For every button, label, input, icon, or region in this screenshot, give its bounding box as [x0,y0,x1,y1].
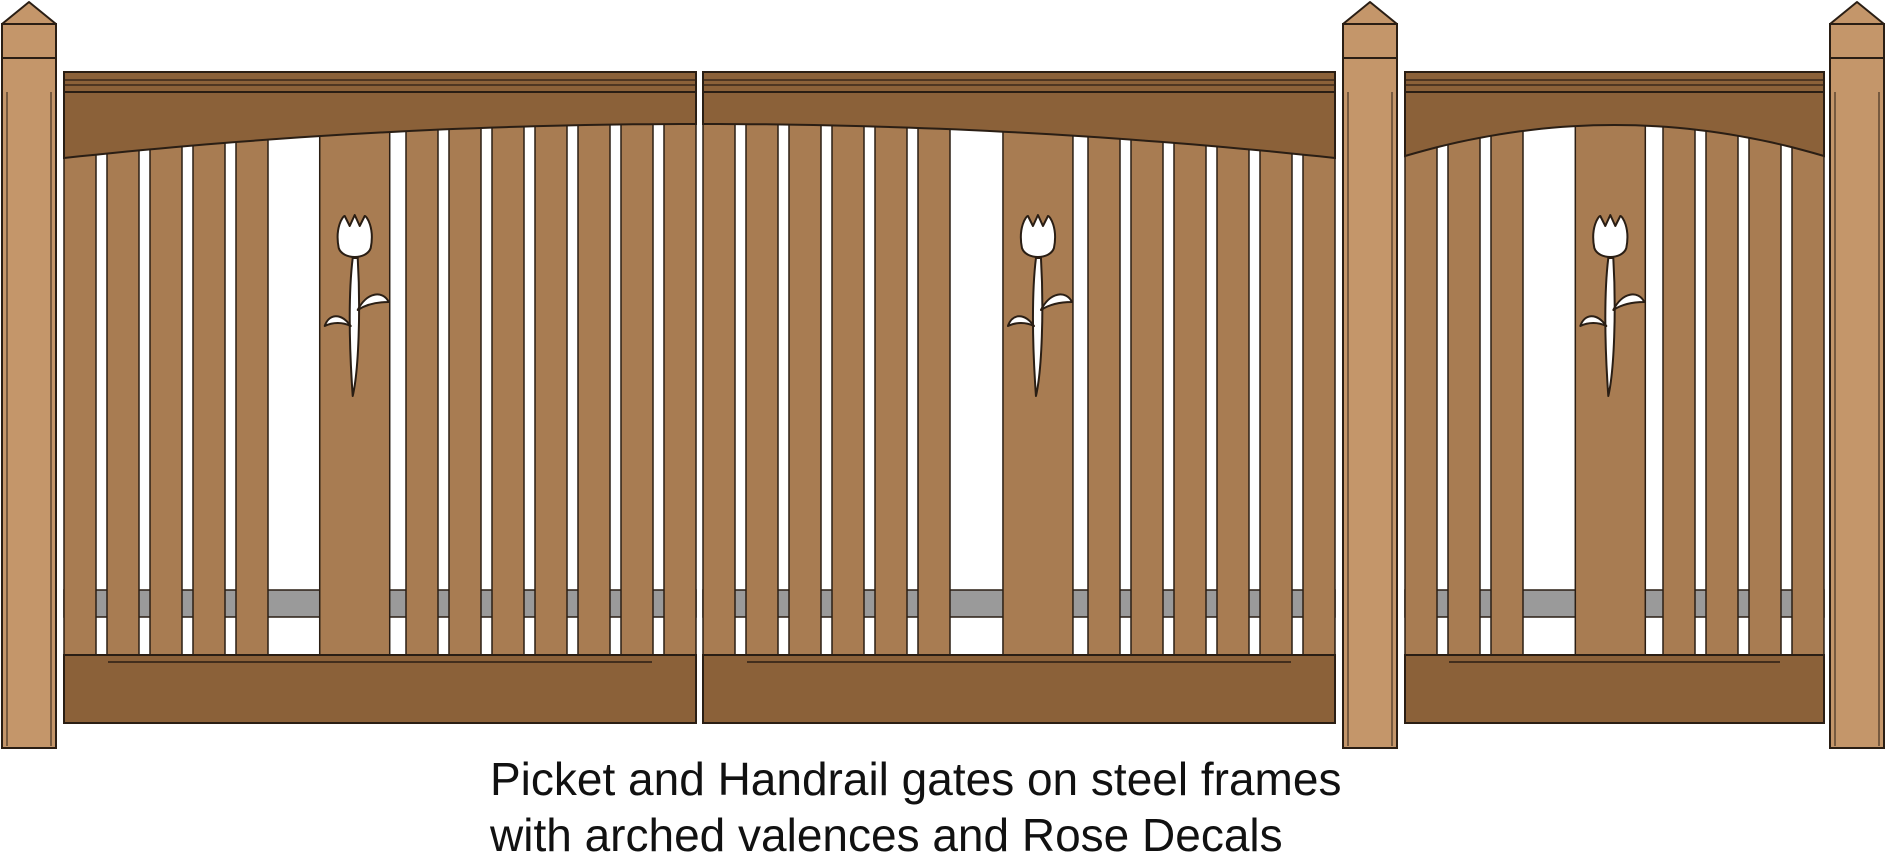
post-shaft [1829,57,1885,749]
top-handrail [63,71,697,93]
picket [63,151,97,656]
picket [1173,139,1207,656]
top-handrail [702,71,1336,93]
picket [663,119,697,656]
arched-valence [63,91,697,160]
picket [534,121,568,656]
rose-leaf-right-2 [1039,293,1073,311]
post-finial [1,1,57,25]
picket [1447,136,1481,656]
picket [1705,128,1739,656]
gates-layer [63,71,1825,724]
rose-stem-2 [1031,257,1044,397]
picket [1130,136,1164,656]
bottom-rail [702,654,1336,724]
post-finial [1829,1,1885,25]
picket [149,143,183,656]
picket [1490,128,1524,656]
picket [1791,146,1825,656]
picket [235,136,269,656]
rose-leaf-left-3 [1579,315,1608,327]
arched-valence [702,91,1336,160]
post-2 [1342,1,1398,749]
post-cap [1342,23,1398,59]
picket [491,122,525,656]
picket [1404,146,1438,656]
bottom-rail [63,654,697,724]
rose-leaf-left-1 [323,315,352,327]
picket [192,139,226,656]
picket [831,121,865,656]
caption-line-1: Picket and Handrail gates on steel frame… [490,753,1342,805]
rose-stem-3 [1604,257,1616,397]
rose-stem-1 [348,257,361,397]
picket [405,125,439,656]
top-handrail [1404,71,1825,93]
picket [620,119,654,656]
gate-1 [63,71,697,724]
post-cap [1829,23,1885,59]
picket [1302,151,1336,656]
center-picket [318,129,391,656]
rose-decal-icon-3 [1579,214,1646,397]
rose-decal-icon-1 [323,214,390,397]
post-finial [1342,1,1398,25]
bottom-rail [1404,654,1825,724]
picket [745,119,779,656]
rose-bloom-1 [336,214,373,258]
gate-3 [1404,71,1825,724]
rose-bloom-3 [1592,214,1629,258]
picket [917,123,951,656]
rose-decal-icon-2 [1006,214,1073,397]
picket [1748,136,1782,656]
rose-leaf-right-3 [1612,293,1646,311]
picket [577,120,611,656]
post-shaft [1342,57,1398,749]
picket [1662,123,1696,656]
gate-2 [702,71,1336,724]
arched-valence [1404,91,1825,158]
post-shaft [1,57,57,749]
rose-leaf-right-1 [356,293,390,311]
rose-leaf-left-2 [1006,315,1035,327]
picket [1216,143,1250,656]
center-picket [1002,128,1074,656]
picket [1087,132,1121,656]
rose-bloom-2 [1019,214,1056,258]
picket [448,123,482,656]
post-1 [1,1,57,749]
post-3 [1829,1,1885,749]
picket [702,119,736,656]
picket [106,147,140,656]
picket [788,120,822,656]
post-cap [1,23,57,59]
picket [1259,147,1293,656]
caption-line-2: with arched valences and Rose Decals [490,809,1283,861]
picket [874,122,908,656]
posts-layer [1,1,1885,749]
